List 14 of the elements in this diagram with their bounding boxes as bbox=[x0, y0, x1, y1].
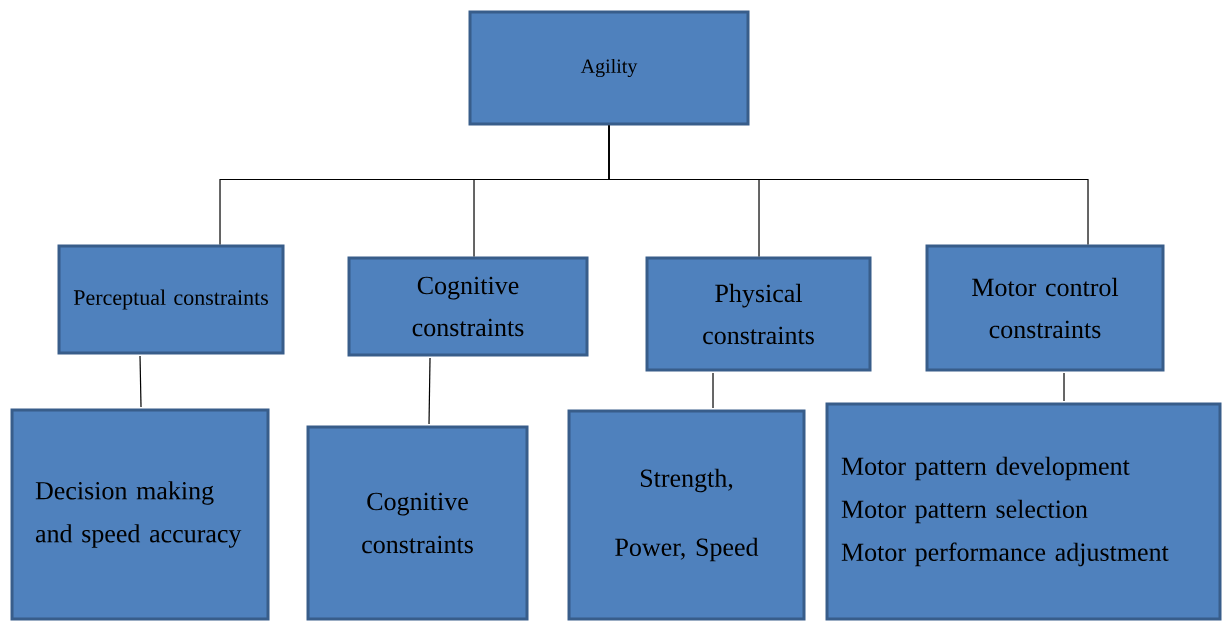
title-box: Agility bbox=[468, 10, 750, 126]
category-box: Motor control constraints bbox=[925, 244, 1165, 372]
connector-line bbox=[608, 124, 1089, 246]
connector-line bbox=[712, 372, 714, 409]
connector-line bbox=[1063, 372, 1065, 402]
category-box: Physical constraints bbox=[645, 256, 872, 372]
detail-box: Motor pattern development Motor pattern selection Motor performance adjustment bbox=[825, 402, 1222, 621]
detail-box: Decision making and speed accuracy bbox=[10, 408, 270, 621]
detail-box: Strength, Power, Speed bbox=[567, 409, 806, 621]
detail-box: Cognitive constraints bbox=[306, 425, 529, 621]
category-box: Perceptual constraints bbox=[57, 244, 285, 355]
connector-line bbox=[428, 357, 431, 425]
category-box: Cognitive constraints bbox=[347, 256, 589, 357]
connector-line bbox=[139, 355, 142, 408]
